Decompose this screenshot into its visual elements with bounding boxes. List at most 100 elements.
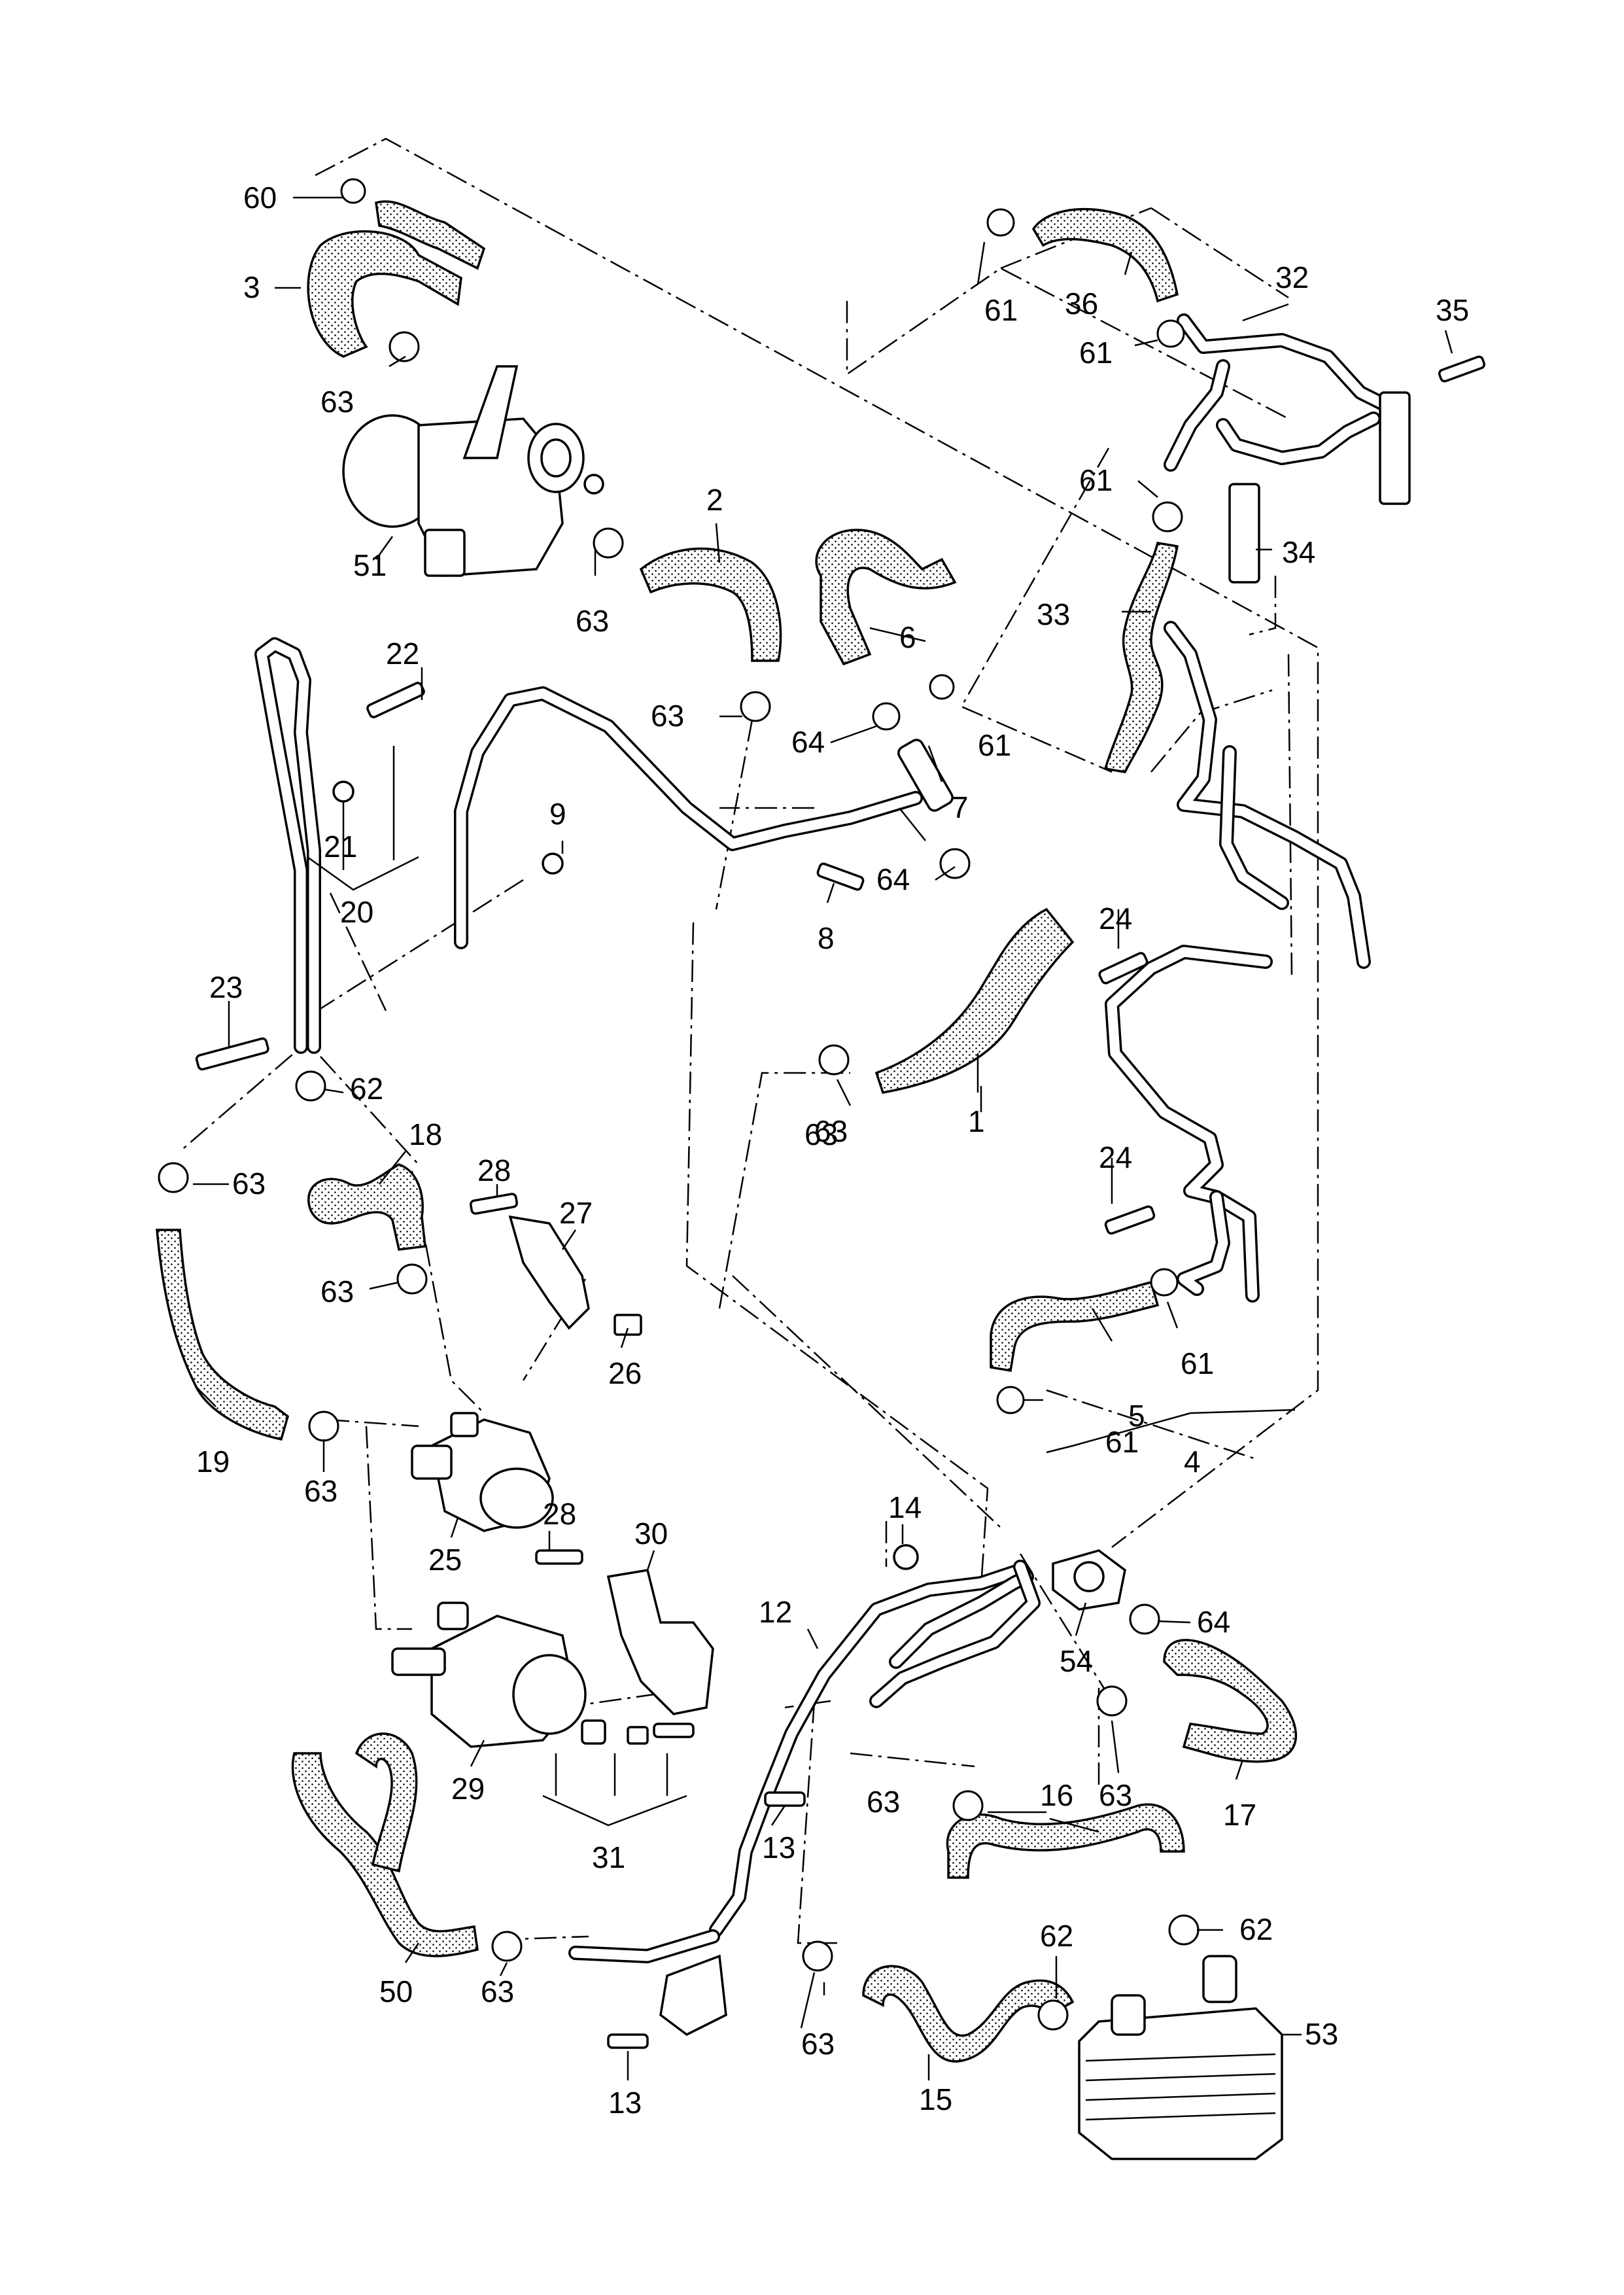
callout-labels: 1 2 3 4 5 6 7 8 9 12 13 13 14 15 16 17 1…	[196, 181, 1469, 2120]
bracket-27	[508, 1215, 590, 1330]
callout-34: 34	[1282, 535, 1315, 569]
callout-64-a: 64	[791, 725, 825, 759]
callout-24-upper: 24	[1099, 902, 1132, 936]
callout-1: 1	[968, 1104, 985, 1138]
coolant-pump-25	[411, 1412, 554, 1532]
callout-13-lower: 13	[608, 2086, 642, 2120]
callout-25: 25	[428, 1543, 462, 1577]
callout-17: 17	[1223, 1798, 1256, 1832]
callout-50: 50	[379, 1974, 413, 2008]
callout-53: 53	[1305, 2017, 1338, 2051]
callout-61-a: 61	[984, 293, 1018, 327]
callout-62-b: 62	[1239, 1912, 1273, 1946]
callout-13-upper: 13	[762, 1831, 795, 1865]
callout-61-d: 61	[978, 728, 1011, 762]
hose-16	[946, 1803, 1185, 1879]
callout-8: 8	[818, 921, 835, 955]
callout-64-c: 64	[1197, 1605, 1230, 1639]
callout-9: 9	[549, 797, 566, 831]
callout-54: 54	[1060, 1644, 1093, 1678]
callout-61-b: 61	[1079, 336, 1113, 370]
callout-29: 29	[451, 1772, 485, 1806]
plate-35	[1379, 391, 1411, 505]
callout-24-lower: 24	[1099, 1140, 1132, 1174]
callout-63-b: 63	[576, 604, 609, 638]
assembly-dash-lines	[179, 137, 1319, 1944]
callout-19: 19	[196, 1445, 230, 1479]
callout-30: 30	[634, 1516, 668, 1550]
hose-19	[156, 1229, 290, 1441]
plate-34	[1228, 483, 1260, 584]
callout-7: 7	[952, 790, 969, 824]
hose-clamps	[158, 178, 1200, 2031]
bracket-12	[659, 1954, 727, 2037]
callout-32: 32	[1275, 260, 1309, 294]
callout-23: 23	[209, 970, 243, 1004]
callout-28-lower: 28	[543, 1497, 576, 1531]
hose-5	[990, 1280, 1160, 1373]
hose-1	[874, 907, 1075, 1094]
callout-63-h: 63	[867, 1785, 900, 1819]
callout-21: 21	[324, 830, 357, 864]
flexible-hoses	[156, 200, 1297, 2063]
hose-6	[815, 529, 957, 666]
callout-12: 12	[759, 1595, 792, 1629]
hose-3-upper	[375, 200, 486, 270]
callout-5: 5	[1128, 1399, 1145, 1433]
callout-63-e: 63	[232, 1166, 266, 1200]
callout-22: 22	[386, 637, 419, 671]
auxiliary-pump-29	[391, 1602, 587, 1748]
callout-63-c: 63	[651, 699, 684, 733]
small-hardware	[195, 355, 1486, 2049]
callout-33: 33	[1037, 597, 1070, 631]
hose-3	[307, 230, 462, 358]
callout-62-a: 62	[350, 1072, 383, 1106]
callout-20: 20	[340, 895, 373, 929]
callout-63-d: 63	[814, 1114, 848, 1148]
hose-15	[862, 1965, 1075, 2063]
callout-61-c: 61	[1079, 463, 1113, 497]
callout-15: 15	[919, 2082, 952, 2116]
hose-18	[307, 1163, 426, 1251]
hose-36	[1031, 207, 1179, 303]
callout-64-b: 64	[876, 862, 910, 896]
callout-28-upper: 28	[477, 1153, 511, 1187]
callout-16: 16	[1040, 1778, 1073, 1812]
callout-61-e: 61	[1181, 1346, 1214, 1380]
callout-51: 51	[353, 548, 387, 582]
components	[342, 365, 1411, 2160]
callout-26: 26	[608, 1356, 642, 1390]
bracket-30	[606, 1569, 714, 1715]
callout-36: 36	[1065, 287, 1098, 321]
callout-61-f: 61	[1105, 1425, 1139, 1459]
callout-62-c: 62	[1040, 1919, 1073, 1953]
callout-6: 6	[899, 620, 916, 654]
hose-2	[639, 547, 782, 662]
callout-63-g: 63	[304, 1474, 337, 1508]
hose-33	[1103, 542, 1179, 773]
callout-4: 4	[1184, 1445, 1201, 1479]
callout-63-k: 63	[481, 1974, 514, 2008]
hose-50-branch	[354, 1732, 418, 1873]
callout-63-j: 63	[801, 2027, 835, 2061]
rigid-pipes	[254, 313, 1394, 1963]
callout-2: 2	[706, 483, 723, 517]
hose-17	[1163, 1639, 1297, 1763]
leader-lines	[193, 196, 1453, 2080]
callout-63-l: 63	[804, 1117, 838, 1151]
callout-3: 3	[243, 270, 260, 304]
callout-27: 27	[559, 1196, 593, 1230]
callout-63-i: 63	[1099, 1778, 1132, 1812]
callout-35: 35	[1436, 293, 1469, 327]
callout-31: 31	[592, 1840, 625, 1874]
callout-63-a: 63	[320, 385, 354, 419]
hose-50	[291, 1752, 479, 1957]
oil-cooler-53	[1078, 1955, 1283, 2160]
callout-63-f: 63	[320, 1274, 354, 1308]
connector-54	[1052, 1549, 1126, 1611]
callout-18: 18	[409, 1117, 442, 1151]
thermostat-housing-51	[342, 365, 604, 577]
callout-14: 14	[888, 1490, 922, 1524]
callout-60: 60	[243, 181, 277, 215]
